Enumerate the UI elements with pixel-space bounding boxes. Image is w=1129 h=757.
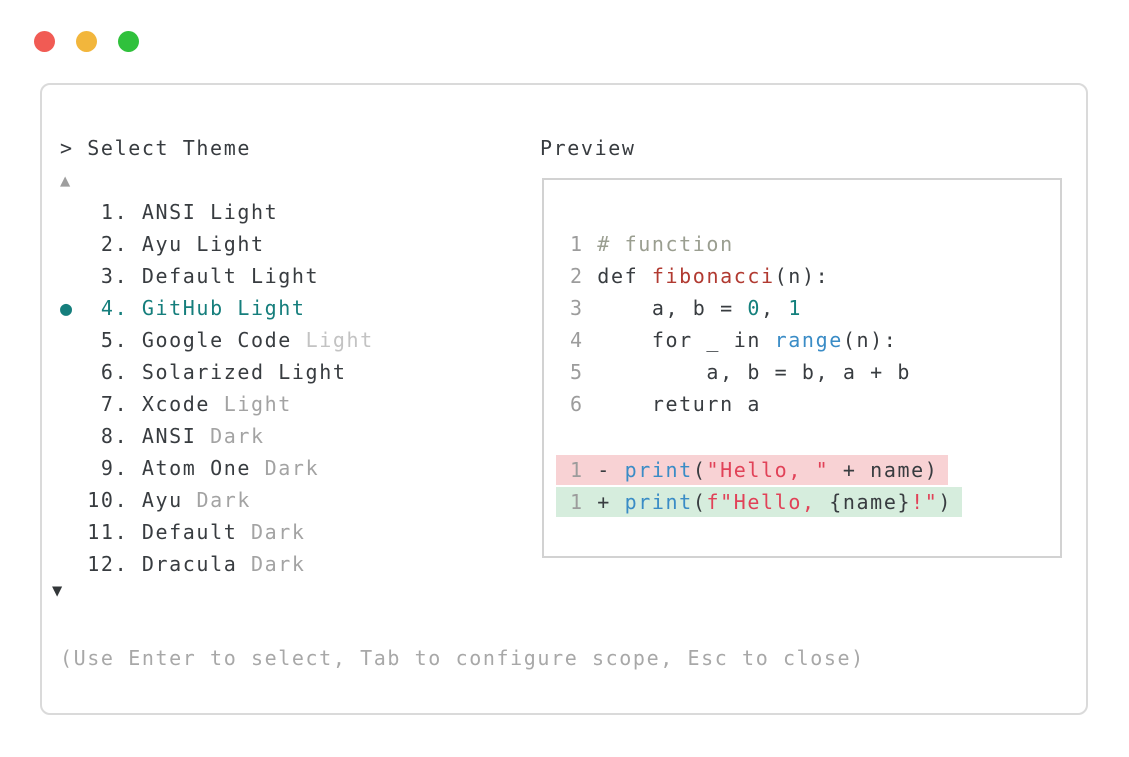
code-blank-line (544, 420, 1060, 452)
minimize-button[interactable] (76, 31, 97, 52)
diff-added-line: 1 + print(f"Hello, {name}!") (544, 484, 1060, 517)
theme-item-github-light[interactable]: ● 4. GitHub Light (60, 296, 306, 320)
theme-item-xcode-light[interactable]: 7. Xcode Light (60, 392, 292, 416)
theme-item-ayu-dark[interactable]: 10. Ayu Dark (60, 488, 252, 512)
code-line: 6 return a (570, 392, 761, 416)
theme-item-atom-one-dark[interactable]: 9. Atom One Dark (60, 456, 320, 480)
diff-added-highlight: 1 + print(f"Hello, {name}!") (556, 486, 963, 517)
theme-item-default-dark[interactable]: 11. Default Dark (60, 520, 306, 544)
close-button[interactable] (34, 31, 55, 52)
diff-removed-line: 1 - print("Hello, " + name) (544, 452, 1060, 485)
diff-removed-highlight: 1 - print("Hello, " + name) (556, 454, 949, 485)
code-line: 2 def fibonacci(n): (570, 264, 830, 288)
select-theme-prompt: > Select Theme (60, 136, 251, 160)
preview-panel: 1 # function 2 def fibonacci(n): 3 a, b = … (542, 178, 1062, 558)
scroll-up-icon[interactable]: ▲ (60, 171, 71, 191)
theme-item-ayu-light[interactable]: 2. Ayu Light (60, 232, 265, 256)
theme-item-solarized-light[interactable]: 6. Solarized Light (60, 360, 347, 384)
theme-selector-window: > Select Theme ▲ 1. ANSI Light 2. Ayu Li… (40, 83, 1088, 715)
code-line: 4 for _ in range(n): (570, 328, 898, 352)
theme-item-ansi-dark[interactable]: 8. ANSI Dark (60, 424, 265, 448)
code-line: 5 a, b = b, a + b (570, 360, 912, 384)
theme-item-ansi-light[interactable]: 1. ANSI Light (60, 200, 279, 224)
theme-item-default-light[interactable]: 3. Default Light (60, 264, 320, 288)
preview-label: Preview (540, 136, 636, 160)
code-line: 3 a, b = 0, 1 (570, 296, 802, 320)
help-hint: (Use Enter to select, Tab to configure s… (60, 646, 865, 670)
code-line: 1 # function (570, 232, 734, 256)
theme-item-dracula-dark[interactable]: 12. Dracula Dark (60, 552, 306, 576)
scroll-down-icon[interactable]: ▼ (52, 581, 63, 601)
theme-item-google-code-light[interactable]: 5. Google Code Light (60, 328, 374, 352)
code-preview: 1 # function 2 def fibonacci(n): 3 a, b = … (544, 180, 1060, 517)
traffic-lights (34, 31, 139, 52)
maximize-button[interactable] (118, 31, 139, 52)
theme-list: 1. ANSI Light 2. Ayu Light 3. Default Li… (60, 196, 374, 580)
